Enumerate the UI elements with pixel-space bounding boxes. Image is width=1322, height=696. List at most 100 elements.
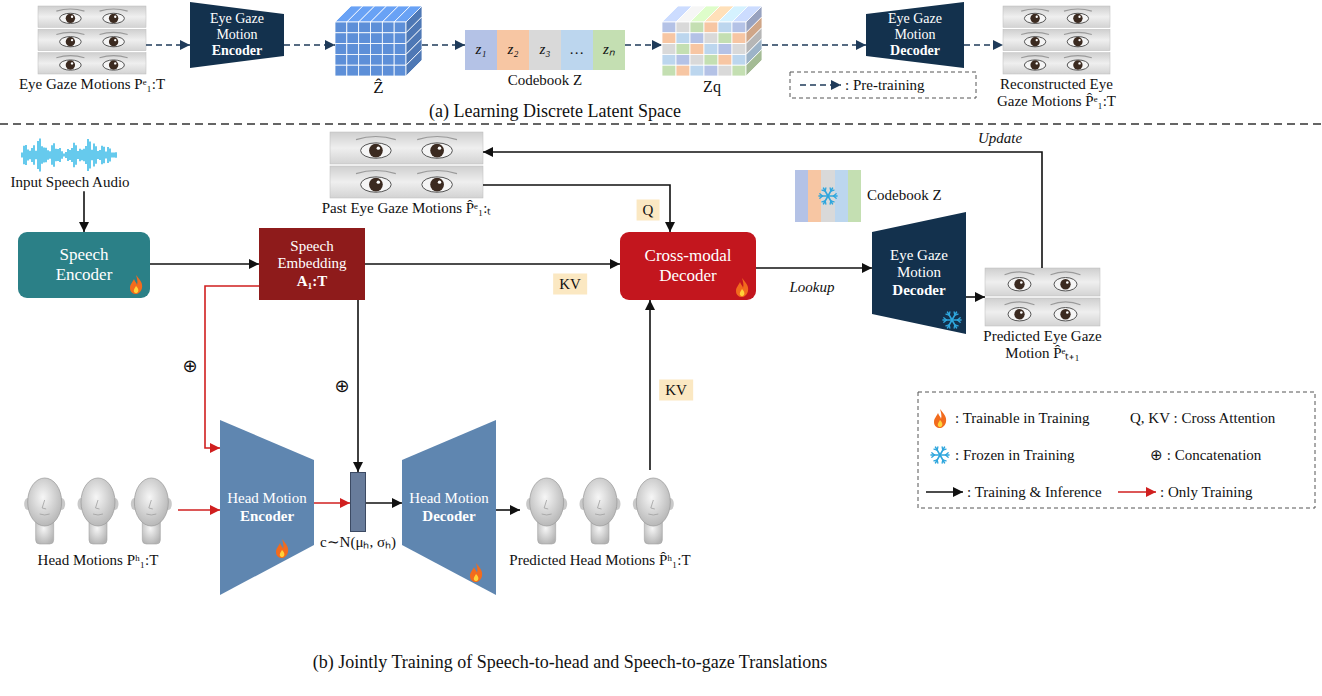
flow-arrow <box>150 263 259 265</box>
pretraining-arrow <box>964 44 1003 46</box>
speech-waveform <box>67 149 68 161</box>
speech-waveform <box>85 146 86 164</box>
edge-label: Q <box>637 200 660 221</box>
eye-gaze-frames <box>1060 279 1070 289</box>
codebook-entry: z₁ <box>465 30 497 70</box>
node-text: Reconstructed Eye Gaze Motions P̂ᵉ₁:T <box>984 76 1129 111</box>
flow-arrow <box>357 300 359 472</box>
frozen-icon <box>824 196 829 204</box>
training-only-arrow <box>205 286 259 448</box>
codebook-entry: z₃ <box>529 30 561 70</box>
eye-gaze-frames <box>1024 13 1045 23</box>
head-meshes <box>42 500 46 509</box>
concat-symbol: ⊕ <box>334 375 349 396</box>
eye-gaze-frames <box>1066 311 1069 314</box>
feature-cube <box>359 65 371 76</box>
speech-waveform <box>91 150 92 160</box>
frozen-icon <box>828 196 833 204</box>
eye-gaze-frames <box>1064 32 1092 34</box>
shape-outline <box>259 228 365 300</box>
trainable-icon <box>934 409 946 428</box>
feature-cube <box>662 6 762 76</box>
eye-gaze-frames <box>1078 39 1080 41</box>
feature-cube <box>704 65 718 76</box>
head-meshes <box>636 478 670 526</box>
feature-cube <box>347 65 359 76</box>
eye-image-stack: Eye Gaze Motions Pᵉ₁:T <box>18 6 167 93</box>
legend-line-sample <box>1118 491 1156 493</box>
eye-gaze-frames <box>1003 6 1110 27</box>
flow-arrow <box>496 509 520 511</box>
eye-gaze-frames <box>71 39 73 41</box>
eye-gaze-frames <box>985 298 1100 326</box>
speech-waveform <box>43 147 44 162</box>
eye-gaze-frames <box>38 6 146 27</box>
eye-gaze-frames <box>1005 272 1035 275</box>
eye-gaze-frames <box>1005 302 1035 305</box>
node-text: Predicted Head Motions P̂ʰ₁:T <box>509 552 690 569</box>
speech-waveform <box>53 143 54 167</box>
feature-cube <box>347 22 359 33</box>
frozen-icon <box>831 190 834 191</box>
node-text: Decoder <box>890 43 940 59</box>
legend-frame <box>918 392 1315 508</box>
speech-waveform <box>87 139 88 171</box>
pretraining-arrow <box>422 44 465 46</box>
head-meshes <box>93 514 103 515</box>
frozen-icon <box>819 188 837 204</box>
node-text: z₂ <box>507 41 518 58</box>
speech-waveform <box>101 146 102 164</box>
eye-gaze-frames <box>38 53 146 74</box>
feature-cube <box>382 44 394 55</box>
node-text: Eye Gaze Motion <box>197 11 277 43</box>
head-meshes <box>651 500 655 509</box>
speech-waveform <box>39 139 40 172</box>
eye-gaze-frames <box>1064 9 1092 11</box>
frozen-icon <box>943 319 952 321</box>
eye-image-stack-frame <box>1003 6 1110 74</box>
eye-gaze-frames <box>422 177 453 192</box>
node-text: Speech Encoder <box>44 245 124 284</box>
edge-label: Update <box>975 130 1025 147</box>
feature-cube <box>382 22 394 33</box>
flow-arrow <box>365 263 620 265</box>
flow-arrow <box>366 502 402 504</box>
legend-text: : Trainable in Training <box>955 410 1090 427</box>
eye-gaze-frames <box>1030 60 1039 69</box>
frozen-icon <box>931 454 940 456</box>
node-text: A₁:T <box>297 273 327 290</box>
eye-gaze-frames <box>356 170 396 173</box>
decoder-block: Head MotionDecoder <box>402 420 496 595</box>
frozen-icon <box>931 447 949 463</box>
speech-waveform <box>69 150 70 160</box>
eye-gaze-frames <box>114 16 116 18</box>
speech-waveform <box>89 142 90 169</box>
trainable-icon <box>736 278 748 297</box>
audio-input-frame <box>22 138 118 172</box>
feature-cube <box>335 65 347 76</box>
eye-gaze-frames <box>1036 62 1038 64</box>
shape-outline <box>18 232 150 298</box>
head-mesh-row-frame <box>18 470 178 550</box>
eye-gaze-frames <box>430 144 444 158</box>
codebook-entry: zₙ <box>593 30 625 70</box>
pretraining-arrow <box>284 44 335 46</box>
eye-gaze-frames <box>1024 37 1045 47</box>
trainable-icon <box>740 289 745 296</box>
node-text: Head Motion <box>409 490 489 507</box>
shape-outline <box>872 212 966 334</box>
eye-gaze-frames <box>1021 32 1049 34</box>
node-text: Input Speech Audio <box>10 174 129 191</box>
legend-text: : Frozen in Training <box>955 447 1075 464</box>
speech-waveform <box>22 139 116 172</box>
eye-gaze-frames <box>1067 37 1088 47</box>
head-meshes <box>149 500 153 509</box>
speech-waveform <box>31 148 32 162</box>
trainable-icon <box>280 550 285 557</box>
eye-gaze-frames <box>103 60 125 70</box>
feature-cube <box>662 65 676 76</box>
node-text: Cross-modal Decoder <box>633 246 743 285</box>
node-text: Codebook Z <box>867 187 942 204</box>
frozen-icon <box>946 325 949 326</box>
speech-waveform <box>81 150 82 160</box>
